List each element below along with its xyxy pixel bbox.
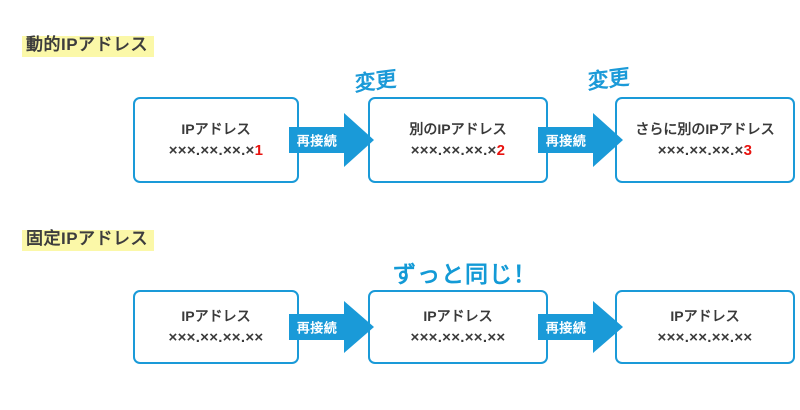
ip-box-static-2: IPアドレス ×××.××.××.×× [368,290,548,364]
ip-address-text: ×××.××.××.×× [657,329,753,346]
ip-address-text: ×××.××.××.×× [410,329,506,346]
annotation-change-1: 変更 [354,66,397,96]
ip-box-value: ×××.××.××.×× [658,327,753,348]
arrow-reconnect-static-2: 再接続 [538,301,623,353]
arrow-shape-icon [289,301,374,353]
ip-box-dynamic-3: さらに別のIPアドレス ×××.××.××.×3 [615,97,795,183]
annotation-always-same: ずっと同じ！ [393,261,537,287]
ip-address-text: ×××.××.××.× [410,142,497,159]
ip-address-text: ×××.××.××.× [168,142,255,159]
ip-box-dynamic-2: 別のIPアドレス ×××.××.××.×2 [368,97,548,183]
ip-box-value: ×××.××.××.×× [411,327,506,348]
ip-box-value: ×××.××.××.×3 [658,140,753,161]
ip-box-label: IPアドレス [181,308,251,324]
ip-address-text: ×××.××.××.× [657,142,744,159]
annotation-change-2: 変更 [587,64,630,94]
section-title-static: 固定IPアドレス [22,228,155,251]
ip-address-suffix: 3 [743,142,753,159]
ip-box-label: さらに別のIPアドレス [635,121,775,137]
section-title-dynamic: 動的IPアドレス [22,34,155,57]
ip-box-static-1: IPアドレス ×××.××.××.×× [133,290,299,364]
arrow-shape-icon [538,113,623,167]
ip-box-dynamic-1: IPアドレス ×××.××.××.×1 [133,97,299,183]
arrow-shape-icon [289,113,374,167]
ip-box-value: ×××.××.××.×1 [169,140,264,161]
ip-box-static-3: IPアドレス ×××.××.××.×× [615,290,795,364]
arrow-reconnect-static-1: 再接続 [289,301,374,353]
arrow-reconnect-dynamic-1: 再接続 [289,113,374,167]
ip-box-label: 別のIPアドレス [409,121,507,137]
ip-box-label: IPアドレス [670,308,740,324]
ip-address-suffix: 1 [254,142,264,159]
arrow-reconnect-dynamic-2: 再接続 [538,113,623,167]
ip-address-text: ×××.××.××.×× [168,329,264,346]
ip-box-label: IPアドレス [423,308,493,324]
ip-box-value: ×××.××.××.×2 [411,140,506,161]
arrow-shape-icon [538,301,623,353]
ip-address-suffix: 2 [496,142,506,159]
ip-box-value: ×××.××.××.×× [169,327,264,348]
ip-box-label: IPアドレス [181,121,251,137]
